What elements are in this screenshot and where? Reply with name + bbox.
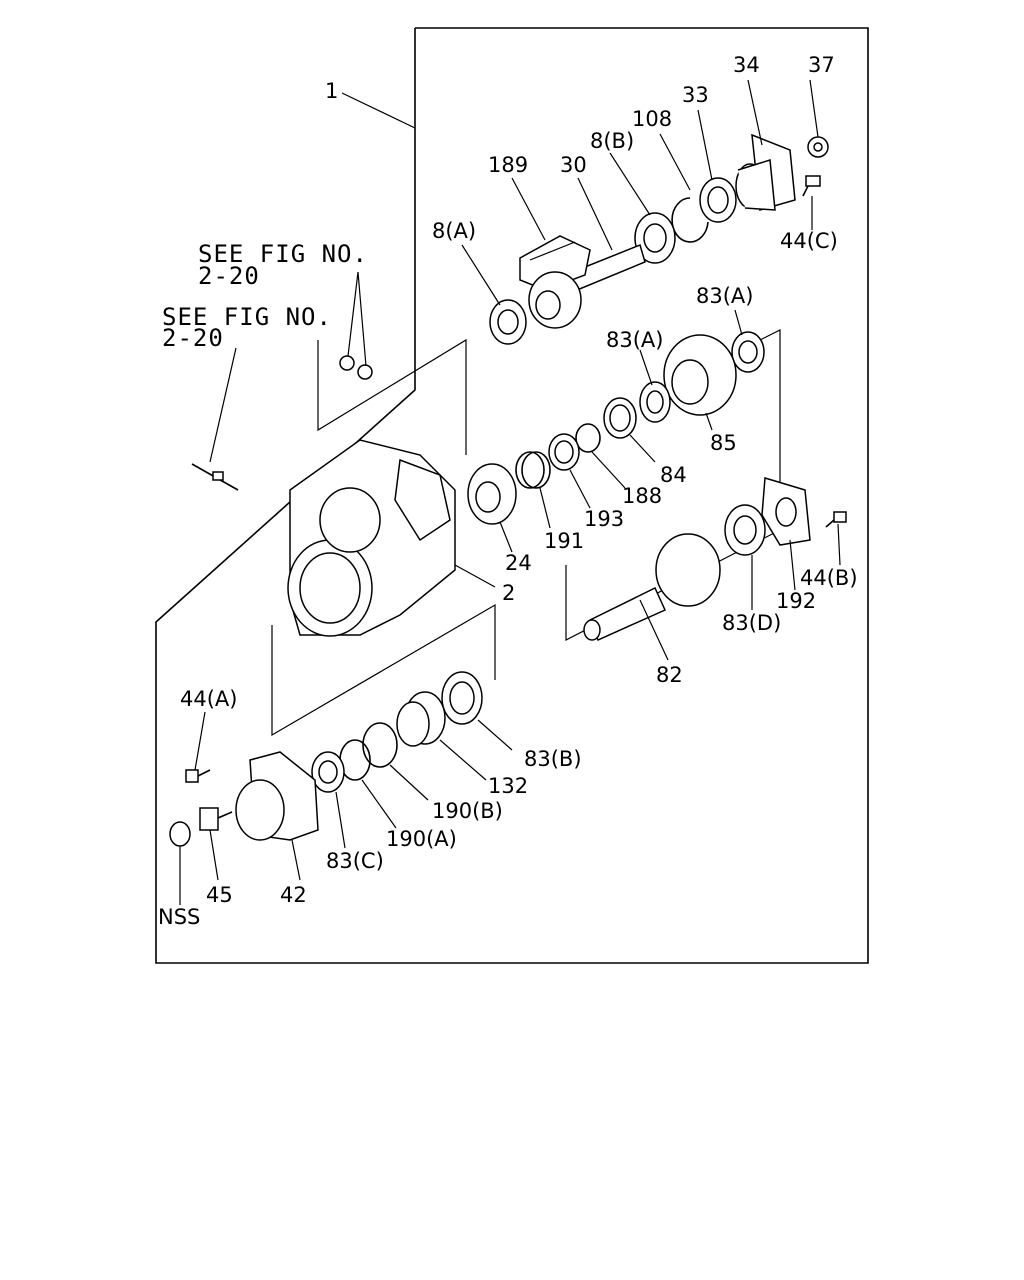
label-34: 34 xyxy=(733,53,760,77)
label-193: 193 xyxy=(584,507,624,531)
see-fig-note-2-line2: 2-20 xyxy=(162,324,224,352)
part-85-gear xyxy=(663,334,737,416)
part-44a-bolt xyxy=(185,769,211,783)
label-108: 108 xyxy=(632,107,672,131)
part-44c-bolt xyxy=(802,175,821,197)
see-fig-note-1-line2: 2-20 xyxy=(198,262,260,290)
label-44a: 44(A) xyxy=(180,687,237,711)
part-34-flange xyxy=(735,133,796,211)
leader-lines xyxy=(179,79,841,905)
label-85: 85 xyxy=(710,431,737,455)
label-82: 82 xyxy=(656,663,683,687)
part-83d-bearing xyxy=(724,504,766,556)
label-44b: 44(B) xyxy=(800,566,858,590)
part-84-spacer xyxy=(603,397,637,439)
part-191-spring xyxy=(515,451,551,489)
upper-subframe xyxy=(317,338,467,455)
part-83a-upper-bearing xyxy=(731,331,765,373)
part-190b-ring xyxy=(362,722,398,768)
label-83b: 83(B) xyxy=(524,747,582,771)
label-190b: 190(B) xyxy=(432,799,503,823)
label-33: 33 xyxy=(682,83,709,107)
part-192-gasket xyxy=(761,477,811,546)
label-nss: NSS xyxy=(158,905,200,929)
label-132: 132 xyxy=(488,774,528,798)
label-188: 188 xyxy=(622,484,662,508)
label-45: 45 xyxy=(206,883,233,907)
part-188-snap-ring xyxy=(575,423,601,453)
label-2: 2 xyxy=(502,581,515,605)
dowel-nuts xyxy=(339,355,373,380)
label-83c: 83(C) xyxy=(326,849,384,873)
part-82-shaft xyxy=(583,533,721,642)
part-108-snap-ring xyxy=(671,197,709,243)
label-83a-lower: 83(A) xyxy=(606,328,663,352)
label-1: 1 xyxy=(325,79,338,103)
part-30-gear xyxy=(528,271,582,329)
part-83b-bearing xyxy=(441,671,483,725)
part-8b-bearing xyxy=(634,212,676,264)
part-83c-bearing xyxy=(311,751,345,793)
label-8a: 8(A) xyxy=(432,219,476,243)
part-42-cover xyxy=(235,751,319,841)
label-8b: 8(B) xyxy=(590,129,634,153)
part-8a-bearing xyxy=(489,299,527,345)
see-fig-note-1-line1: SEE FIG NO. xyxy=(198,240,368,268)
label-83d: 83(D) xyxy=(722,611,781,635)
label-83a-upper: 83(A) xyxy=(696,284,753,308)
part-44b-bolt xyxy=(825,511,847,528)
label-190a: 190(A) xyxy=(386,827,457,851)
stud-bolts xyxy=(191,463,239,491)
part-193-ring xyxy=(548,433,580,471)
part-nss-cap xyxy=(169,821,191,847)
label-37: 37 xyxy=(808,53,835,77)
label-191: 191 xyxy=(544,529,584,553)
part-2-housing xyxy=(287,439,456,637)
label-30: 30 xyxy=(560,153,587,177)
middle-subframe xyxy=(271,603,496,737)
part-132-sleeve xyxy=(396,691,446,747)
part-83a-lower-bearing xyxy=(639,381,671,423)
part-189-gear xyxy=(519,235,591,291)
part-45-fitting xyxy=(199,807,233,831)
label-24: 24 xyxy=(505,551,532,575)
label-84: 84 xyxy=(660,463,687,487)
part-24-sleeve xyxy=(467,463,517,525)
label-189: 189 xyxy=(488,153,528,177)
part-37-nut xyxy=(807,136,829,158)
label-42: 42 xyxy=(280,883,307,907)
part-33-bearing xyxy=(699,177,737,223)
assembly-frame xyxy=(155,27,869,964)
see-fig-note-2-line1: SEE FIG NO. xyxy=(162,303,332,331)
label-192: 192 xyxy=(776,589,816,613)
label-44c: 44(C) xyxy=(780,229,838,253)
